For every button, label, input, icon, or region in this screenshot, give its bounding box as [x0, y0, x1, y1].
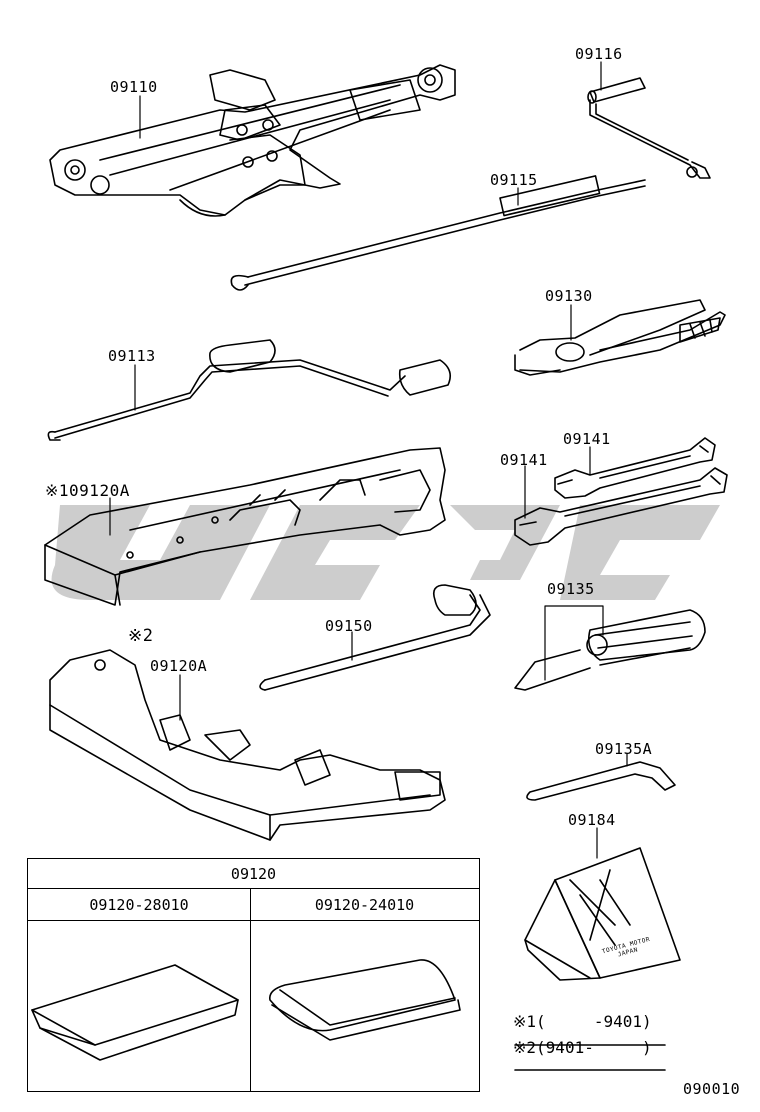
tool-tray-new-drawing: [49, 649, 446, 841]
wrench-large-drawing: [514, 467, 728, 546]
manual-table-col2: 09120-24010: [314, 896, 415, 914]
part-label-09141-large: 09141: [500, 451, 548, 469]
part-label-09141-small: 09141: [563, 430, 611, 448]
note-1: ※1( -9401): [513, 1012, 652, 1031]
note-2: ※2(9401- ): [513, 1038, 652, 1057]
pliers-drawing: [514, 299, 726, 376]
part-label-09120A-old: ※109120A: [45, 481, 130, 500]
part-label-09150: 09150: [325, 617, 373, 635]
screwdriver-drawing: [514, 609, 706, 691]
manual-old-drawing: [31, 964, 239, 1061]
manual-table-subheader-row: 09120-28010 09120-24010: [28, 889, 479, 921]
part-label-09135A: 09135A: [595, 740, 653, 758]
part-label-09130: 09130: [545, 287, 593, 305]
manual-table: 09120 09120-28010 09120-24010: [27, 858, 480, 1092]
manual-table-header: 09120: [230, 865, 277, 883]
part-label-09120A-new: 09120A: [150, 657, 208, 675]
manual-table-col1: 09120-28010: [89, 896, 189, 914]
warning-triangle-drawing: [524, 847, 681, 981]
leader-lines: [109, 61, 666, 1071]
figure-id: 090010: [683, 1080, 741, 1098]
part-label-09116: 09116: [575, 45, 623, 63]
watermark-logo: [51, 505, 720, 600]
part-label-09113: 09113: [108, 347, 156, 365]
jack-rod-drawing: [230, 175, 646, 291]
part-label-09135: 09135: [547, 580, 595, 598]
variant-mark-2: ※2: [128, 626, 154, 646]
tool-tray-old-drawing: [44, 447, 446, 606]
part-label-09184: 09184: [568, 811, 616, 829]
part-label-09110: 09110: [110, 78, 158, 96]
part-label-09115: 09115: [490, 171, 538, 189]
manual-table-divider: [250, 889, 251, 1091]
hook-handle-drawing: [47, 339, 451, 441]
scissor-jack-drawing: [49, 64, 456, 217]
bent-bar-drawing: [526, 761, 676, 801]
jack-handle-drawing: [587, 77, 711, 179]
manual-table-header-row: 09120: [28, 859, 479, 889]
manual-new-drawing: [268, 959, 461, 1041]
wheel-wrench-drawing: [259, 584, 491, 691]
